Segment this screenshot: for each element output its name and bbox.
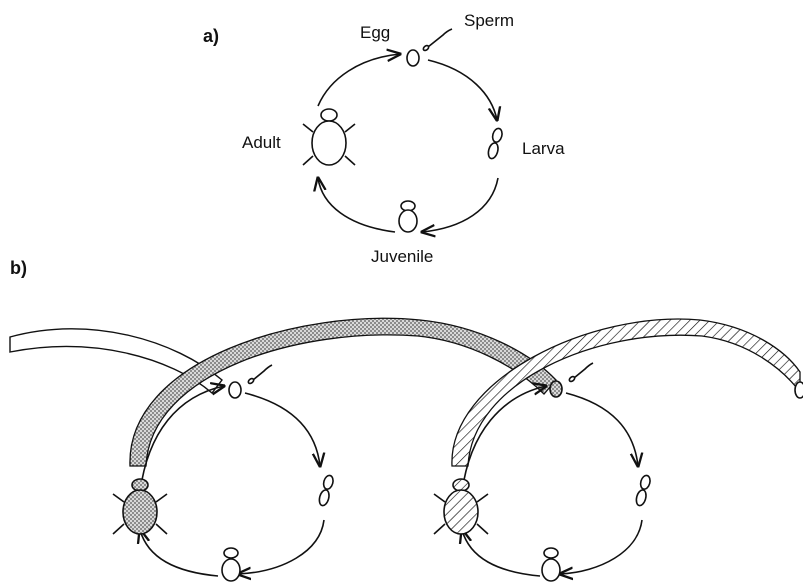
panel-b-label: b) (10, 258, 27, 278)
adult-icon (303, 109, 355, 165)
arrow-larva-to-juvenile (422, 178, 498, 232)
arrow-egg-to-larva (245, 393, 320, 466)
juvenile-icon (542, 548, 560, 581)
adult-label: Adult (242, 133, 281, 152)
egg-icon (407, 50, 419, 66)
arrow-juvenile-to-adult (318, 178, 395, 232)
panel-b: b) (10, 258, 803, 581)
larva-label: Larva (522, 139, 565, 158)
arrow-larva-to-juvenile (238, 520, 324, 574)
egg-label: Egg (360, 23, 390, 42)
arrow-juvenile-to-adult (462, 530, 540, 576)
cycle-left (113, 365, 334, 581)
panel-a-label: a) (203, 26, 219, 46)
juvenile-icon (222, 548, 240, 581)
egg-icon (229, 382, 241, 398)
arrow-egg-to-larva (566, 393, 638, 466)
juvenile-label: Juvenile (371, 247, 433, 266)
larva-icon (635, 474, 652, 506)
egg-icon (550, 381, 562, 397)
sperm-icon (422, 29, 452, 51)
sperm-icon (247, 365, 272, 384)
arrow-egg-to-larva (428, 60, 497, 120)
next-egg-icon (795, 382, 803, 398)
larva-icon (487, 127, 504, 159)
larva-icon (318, 474, 335, 506)
sperm-label: Sperm (464, 11, 514, 30)
arrow-adult-to-egg (462, 386, 546, 492)
sperm-icon (568, 363, 593, 382)
juvenile-icon (399, 201, 417, 232)
adult-icon (434, 479, 488, 534)
panel-a: a) Egg Spe (203, 11, 565, 266)
adult-icon (113, 479, 167, 534)
arrow-adult-to-egg (318, 54, 400, 106)
arrow-juvenile-to-adult (140, 530, 218, 576)
arrow-larva-to-juvenile (560, 520, 642, 574)
cycle-right (434, 363, 651, 581)
generation-band-second (452, 319, 800, 466)
